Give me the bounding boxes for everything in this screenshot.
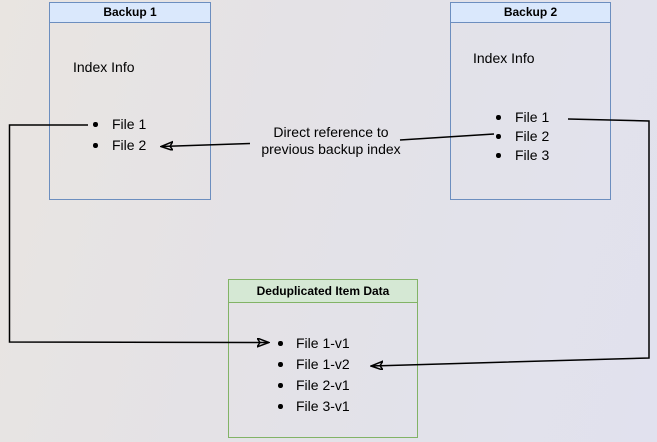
list-item: File 3	[496, 146, 549, 165]
direct-reference-annotation: Direct reference to previous backup inde…	[246, 124, 416, 158]
list-item: File 1-v1	[278, 333, 350, 354]
list-item: File 2	[93, 135, 146, 156]
arrow-backup2-file2-reference-left-segment	[161, 144, 251, 147]
backup1-box: Backup 1 Index Info File 1 File 2	[49, 2, 211, 200]
backup1-title: Backup 1	[50, 3, 210, 23]
dedup-store-box: Deduplicated Item Data File 1-v1 File 1-…	[228, 279, 418, 438]
dedup-store-title: Deduplicated Item Data	[229, 280, 417, 303]
arrow-backup2-file2-reference-right-segment	[399, 133, 495, 141]
annotation-line2: previous backup index	[261, 141, 401, 157]
list-item: File 2-v1	[278, 375, 350, 396]
list-item: File 2	[496, 127, 549, 146]
list-item: File 1	[93, 114, 146, 135]
dedup-file-list: File 1-v1 File 1-v2 File 2-v1 File 3-v1	[278, 333, 350, 417]
list-item: File 3-v1	[278, 396, 350, 417]
annotation-line1: Direct reference to	[273, 124, 389, 140]
backup1-index-info-label: Index Info	[73, 59, 135, 75]
list-item: File 1	[496, 108, 549, 127]
list-item: File 1-v2	[278, 354, 350, 375]
backup2-file-list: File 1 File 2 File 3	[496, 108, 549, 165]
arrow-backup2-file1-to-dedup-file1v2	[371, 118, 650, 366]
backup2-title: Backup 2	[451, 3, 610, 23]
backup2-index-info-label: Index Info	[473, 50, 535, 66]
arrow-backup1-file1-to-dedup-file1v1	[8, 124, 270, 343]
backup1-file-list: File 1 File 2	[93, 114, 146, 156]
backup2-box: Backup 2 Index Info File 1 File 2 File 3	[450, 2, 611, 200]
